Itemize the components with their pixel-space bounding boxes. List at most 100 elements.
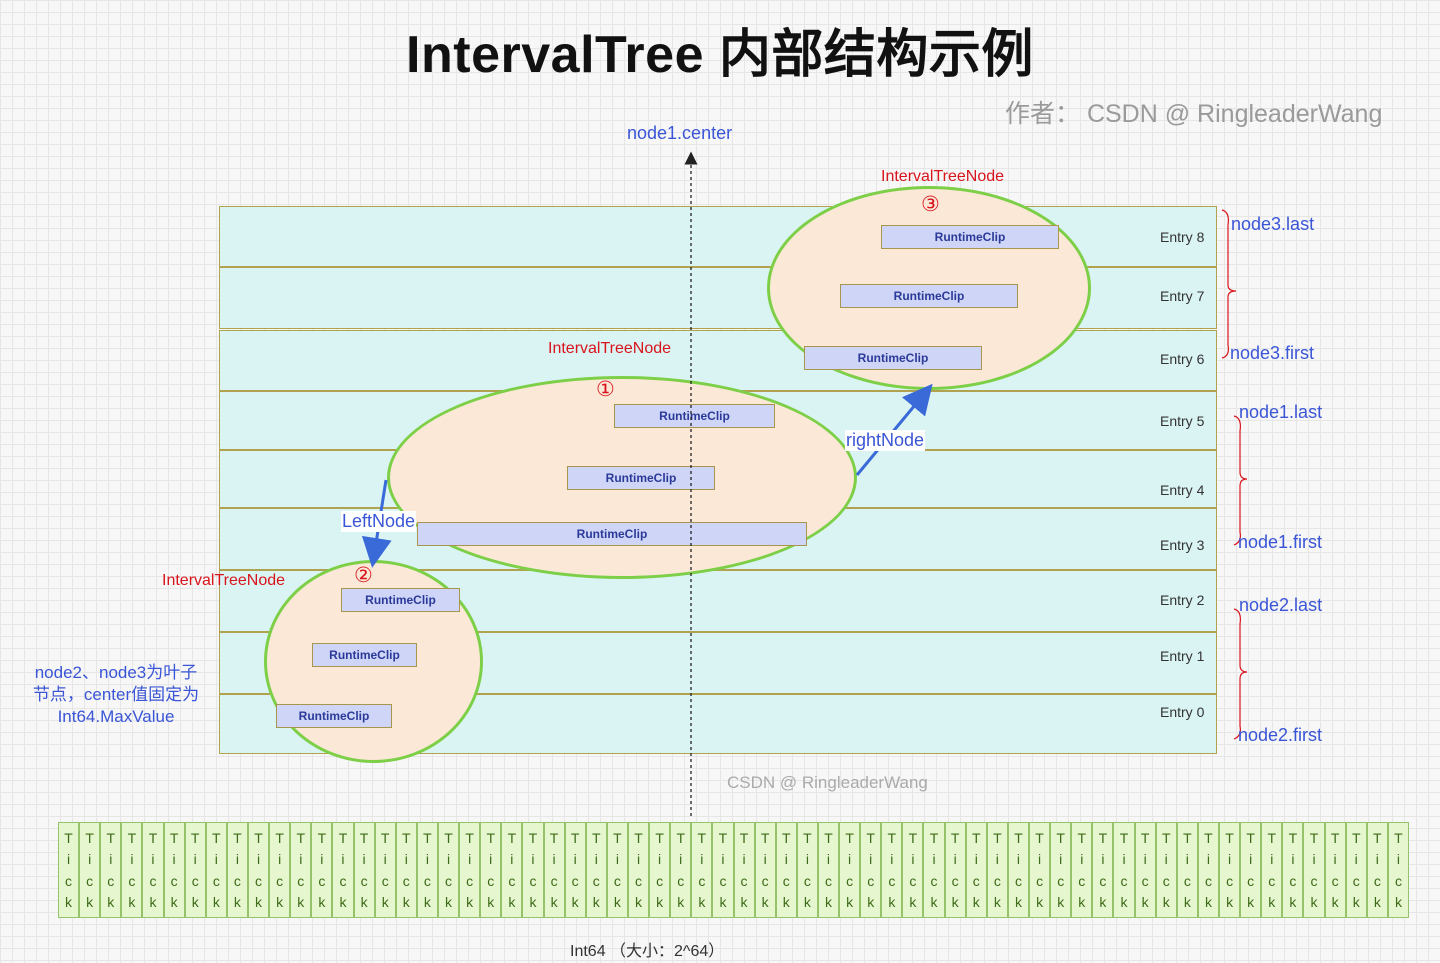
tick-char: k <box>613 894 621 911</box>
tick-char: i <box>1291 851 1295 868</box>
tick-char: i <box>1270 851 1274 868</box>
tick-char: T <box>359 829 369 846</box>
tick-char: c <box>1394 872 1402 889</box>
node1-first-label: node1.first <box>1238 532 1323 552</box>
tick-char: i <box>256 851 261 868</box>
tick-char: i <box>468 851 472 868</box>
tick-char: c <box>1078 872 1086 889</box>
tick-char: k <box>592 894 600 911</box>
tick-char: k <box>1014 894 1022 911</box>
tick-char: c <box>1183 872 1191 889</box>
tick-char: k <box>191 894 199 911</box>
tick-char: k <box>909 894 917 911</box>
tick-char: c <box>170 872 178 889</box>
tick-char: i <box>636 851 641 868</box>
tick-char: c <box>909 872 917 889</box>
tick-char: k <box>1141 894 1149 911</box>
tick-char: i <box>1016 851 1021 868</box>
tick-char: T <box>570 829 580 846</box>
tick-char: i <box>763 851 767 868</box>
tick-char: T <box>613 829 622 846</box>
node1-badge: ① <box>596 378 615 401</box>
tick-char: T <box>212 829 221 846</box>
tick-char: c <box>276 872 284 889</box>
tick-char: k <box>972 894 980 911</box>
tick-char: c <box>1352 872 1360 889</box>
tick-char: T <box>1014 829 1023 846</box>
tick-char: i <box>510 851 514 868</box>
tick-char: c <box>297 872 305 889</box>
tick-char: i <box>531 851 535 868</box>
tick-char: c <box>1247 872 1255 889</box>
tick-char: c <box>360 872 368 889</box>
runtime-clip-n1-c: RuntimeClip <box>417 522 807 546</box>
tick-char: k <box>297 894 305 911</box>
tick-char: i <box>1375 851 1379 868</box>
tick-char: k <box>867 894 875 911</box>
tick-char: i <box>1206 851 1211 868</box>
center-label: node1.center <box>627 123 733 143</box>
tick-char: i <box>615 851 619 868</box>
tick-char: c <box>571 872 579 889</box>
tick-char: T <box>929 829 939 846</box>
tick-char: c <box>423 872 431 889</box>
tick-char: T <box>1119 829 1129 846</box>
tick-char: i <box>1122 851 1126 868</box>
tick-char: T <box>1035 829 1044 846</box>
tick-char: c <box>1120 872 1128 889</box>
tick-char: c <box>86 872 94 889</box>
tick-char: c <box>803 872 811 889</box>
tick-char: k <box>740 894 748 911</box>
tick-char: c <box>656 872 664 889</box>
tick-char: T <box>803 829 812 846</box>
tick-char: k <box>487 894 495 911</box>
tick-char: T <box>338 829 348 846</box>
tick-char: c <box>318 872 326 889</box>
tick-char: c <box>402 872 410 889</box>
node3-first-label: node3.first <box>1230 343 1315 363</box>
tick-char: i <box>214 851 218 868</box>
tick-char: c <box>930 872 938 889</box>
tick-char: T <box>697 829 707 846</box>
node2-badge: ② <box>354 564 373 587</box>
entry-label-1: Entry 1 <box>1160 648 1205 664</box>
tick-char: i <box>848 851 852 868</box>
tick-char: T <box>718 829 728 846</box>
tick-char: T <box>824 829 833 846</box>
tick-char: T <box>549 829 559 846</box>
tick-char: c <box>550 872 558 889</box>
tick-char: T <box>380 829 390 846</box>
tick-char: c <box>888 872 896 889</box>
node2-first-label: node2.first <box>1238 725 1323 745</box>
tick-char: k <box>529 894 537 911</box>
tick-char: k <box>698 894 706 911</box>
tick-char: T <box>993 829 1002 846</box>
tick-char: c <box>719 872 727 889</box>
tick-char: k <box>339 894 347 911</box>
tick-char: k <box>1183 894 1191 911</box>
tick-char: i <box>805 851 809 868</box>
tick-char: T <box>148 829 158 846</box>
tick-char: c <box>951 872 959 889</box>
tick-char: k <box>803 894 811 911</box>
tick-char: T <box>528 829 538 846</box>
tick-char: k <box>1268 894 1276 911</box>
tick-char: i <box>341 851 345 868</box>
tick-char: i <box>721 851 725 868</box>
entry-label-8: Entry 8 <box>1160 229 1205 245</box>
tick-char: c <box>1268 872 1276 889</box>
